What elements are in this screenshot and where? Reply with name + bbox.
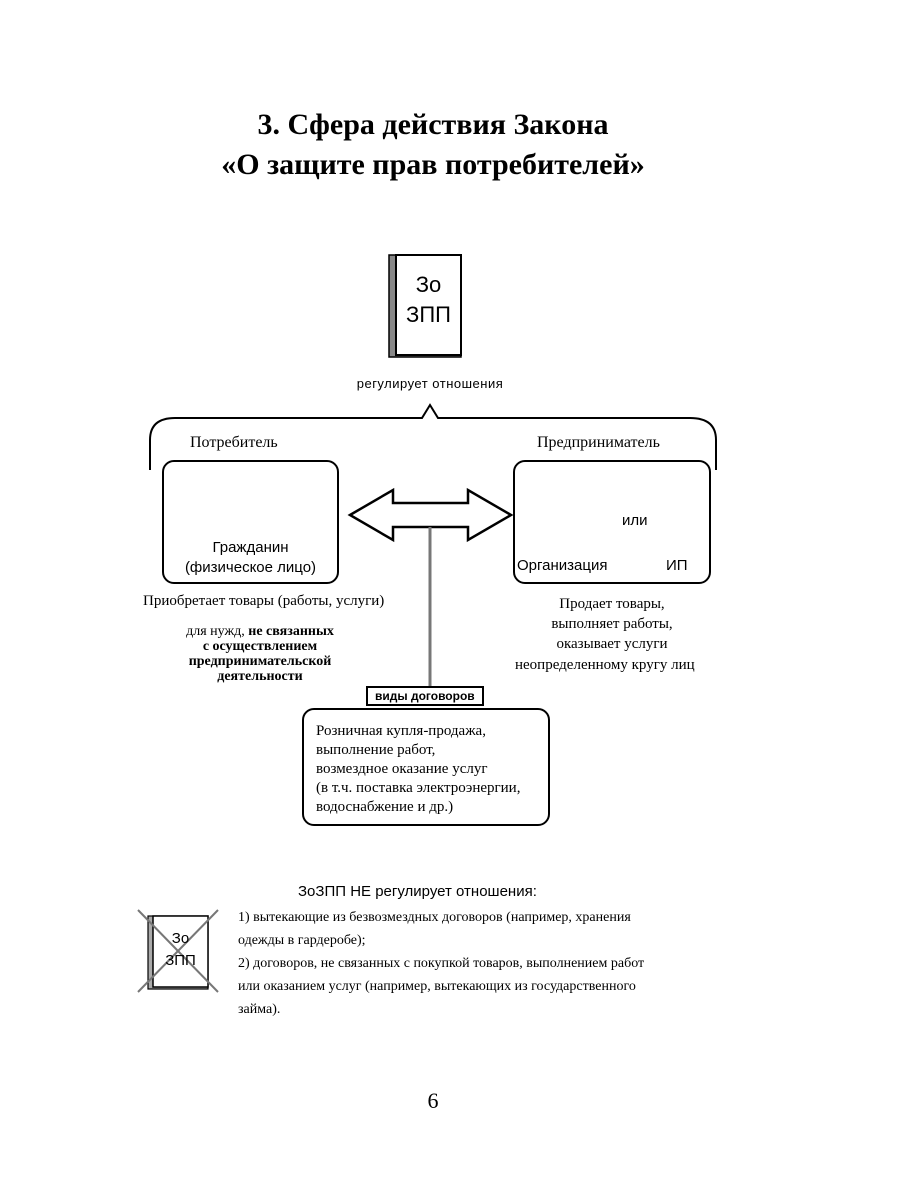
purpose-line1-bold: не связанных [248,624,334,639]
not-regulated-item2-line1: 2) договоров, не связанных с покупкой то… [238,956,645,971]
page-title-line2: «О защите прав потребителей» [221,148,645,181]
contracts-line5: водоснабжение и др.) [316,799,454,815]
double-arrow-icon [347,487,514,543]
not-regulated-heading: ЗоЗПП НЕ регулирует отношения: [298,883,537,900]
purpose-line1: для нужд, [186,624,245,639]
not-regulated-item1-line1: 1) вытекающие из безвозмездных договоров… [238,910,631,925]
contracts-line1: Розничная купля-продажа, [316,723,486,739]
not-regulated-item1-line2: одежды в гардеробе); [238,933,366,948]
regulates-label: регулирует отношения [356,376,504,391]
law-book-line1: Зо [415,272,442,297]
entrepreneur-action-line1: Продает товары, [559,596,665,612]
law-book-line2: ЗПП [406,302,451,327]
entrepreneur-action-line2: выполняет работы, [551,616,673,632]
contracts-line2: выполнение работ, [316,742,436,758]
brace-line [149,403,717,470]
not-regulated-list: 1) вытекающие из безвозмездных договоров… [238,906,644,1021]
law-book-label: Зо ЗПП [396,270,461,330]
organization-label: Организация [517,557,608,574]
entrepreneur-heading: Предприниматель [537,434,660,451]
entrepreneur-box [513,460,711,584]
crossed-book-line1: Зо [171,930,190,947]
contracts-line3: возмездное оказание услуг [316,761,488,777]
contracts-box: Розничная купля-продажа, выполнение рабо… [302,708,550,826]
consumer-purpose: для нужд, не связанных с осуществлением … [140,624,380,684]
entrepreneur-action: Продает товары, выполняет работы, оказыв… [527,594,697,654]
or-label: или [622,512,648,529]
crossed-book-label: Зо ЗПП [153,928,208,972]
consumer-heading: Потребитель [190,434,278,451]
crossed-book-line2: ЗПП [165,952,196,969]
not-regulated-item2-line3: займа). [238,1002,281,1017]
purpose-line2: с осуществлением [202,639,318,654]
contracts-label: виды договоров [366,686,484,706]
entrepreneur-target: неопределенному кругу лиц [515,657,695,673]
consumer-person-line2: (физическое лицо) [184,559,317,576]
contracts-line4: (в т.ч. поставка электроэнергии, [316,780,521,796]
purpose-line3: предпринимательской [188,654,332,669]
ip-label: ИП [666,557,688,574]
page-title-line1: 3. Сфера действия Закона [257,108,609,141]
purpose-line4: деятельности [217,669,303,684]
consumer-person-line1: Гражданин [212,539,289,556]
crossed-law-book-icon [137,909,219,993]
page-number: 6 [427,1088,439,1113]
consumer-box: Гражданин (физическое лицо) [162,460,339,584]
consumer-action: Приобретает товары (работы, услуги) [143,593,385,609]
law-book-icon [388,254,462,358]
not-regulated-item2-line2: или оказанием услуг (например, вытекающи… [238,979,636,994]
entrepreneur-action-line3: оказывает услуги [556,636,668,652]
